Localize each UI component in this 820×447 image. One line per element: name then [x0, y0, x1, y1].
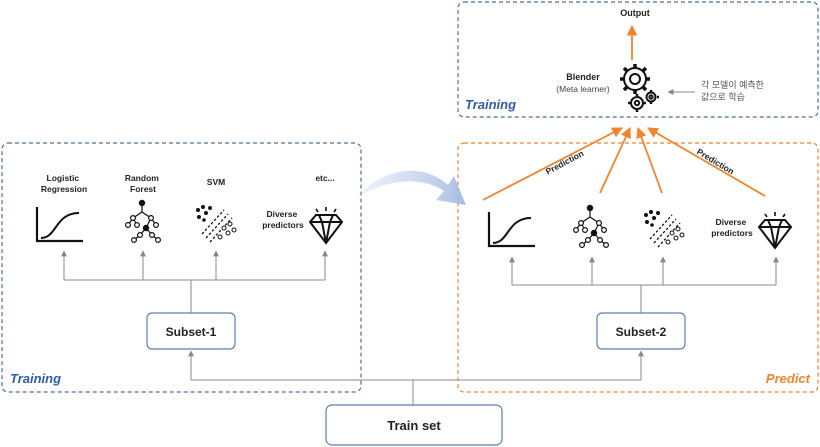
prediction-label-right: Prediction [695, 146, 736, 176]
model-label-svm: SVM [207, 177, 225, 187]
model-label-random-forest: Random Forest [125, 173, 161, 194]
svm-separator-icon [196, 205, 237, 243]
right-panel-border [457, 142, 819, 393]
diverse-predictors-left: Diverse predictors [262, 209, 304, 230]
subset-1-box [146, 312, 236, 350]
top-panel-border [457, 1, 819, 118]
right-section-label: Predict [766, 371, 811, 386]
train-set-label: Train set [387, 418, 441, 433]
train-set-connectors [188, 350, 644, 405]
subset-2-box [596, 312, 686, 350]
blender-label: Blender [566, 72, 600, 82]
top-section-label: Training [465, 97, 516, 112]
diverse-predictors-right: Diverse predictors [711, 217, 753, 238]
train-set-box [325, 404, 503, 446]
left-section-label: Training [10, 371, 61, 386]
output-label: Output [620, 8, 650, 18]
blender-sublabel: (Meta learner) [556, 84, 610, 94]
blender-note: 각 모델이 예측한 값으로 학습 [701, 79, 766, 102]
tree-network-icon [572, 204, 610, 248]
prediction-label-left: Prediction [544, 148, 585, 176]
model-label-logistic: Logistic Regression [41, 173, 87, 194]
sigmoid-curve-icon [35, 207, 83, 243]
subset-1-label: Subset-1 [166, 325, 217, 339]
gears-icon [620, 64, 659, 112]
svm-separator-icon [644, 210, 685, 248]
transfer-arrow [356, 170, 466, 205]
diamond-icon [308, 207, 344, 245]
left-connectors [61, 250, 328, 313]
prediction-arrows [482, 24, 766, 201]
model-label-etc: etc... [315, 173, 334, 183]
right-connectors [509, 256, 779, 313]
tree-network-icon [124, 199, 162, 243]
subset-2-label: Subset-2 [616, 325, 667, 339]
diamond-icon [757, 212, 793, 250]
sigmoid-curve-icon [487, 212, 535, 248]
